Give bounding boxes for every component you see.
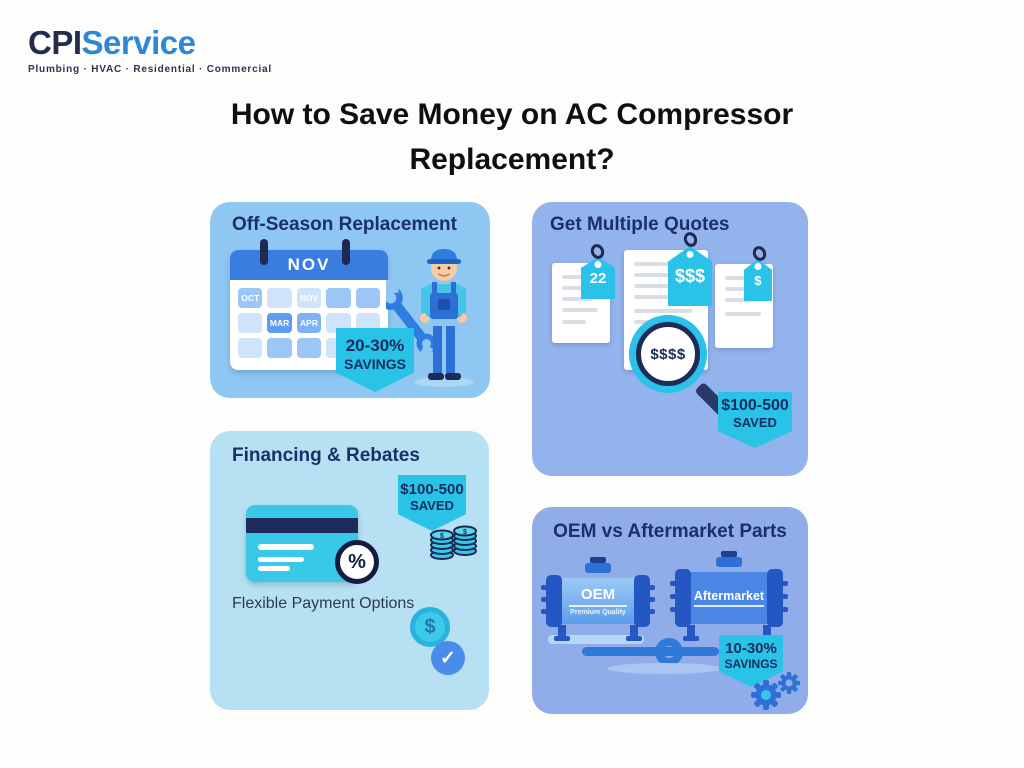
card-financing-rebates: Financing & Rebates $100-500 SAVED % $ $…: [210, 431, 489, 710]
calendar-ring-icon: [342, 239, 350, 265]
coin-dollar-symbol: $: [463, 529, 467, 536]
beam-shadow-shape: [607, 663, 722, 674]
logo-brand-secondary: Service: [81, 24, 196, 61]
coin-dollar-symbol: $: [440, 533, 444, 540]
calendar-cell: [267, 338, 292, 358]
percent-icon: %: [335, 540, 379, 584]
calendar-cell: [238, 338, 263, 358]
platform-shape: [548, 635, 644, 644]
calendar-month-header: NOV: [230, 250, 388, 280]
logo-brand-primary: CPI: [28, 24, 82, 61]
calendar-ring-icon: [260, 239, 268, 265]
magnifier-text: $$$$: [650, 345, 686, 363]
card-off-season-replacement: Off-Season Replacement NOV OCT NOV MAR A…: [210, 202, 490, 398]
badge-label: SAVINGS: [724, 657, 778, 671]
balance-pivot-icon: [655, 638, 683, 666]
dollar-coin-icon: $: [410, 607, 450, 647]
badge-value: $100-500: [400, 481, 464, 498]
badge-value: 10-30%: [725, 640, 777, 657]
magnifier-icon: $$$$: [636, 322, 700, 386]
oem-label: OEM: [580, 586, 616, 604]
badge-label: SAVED: [410, 498, 454, 513]
calendar-cell: [326, 288, 351, 308]
card-oem-vs-aftermarket: OEM vs Aftermarket Parts OEM Premium Qua…: [532, 507, 808, 714]
page-title: How to Save Money on AC Compressor Repla…: [0, 92, 1024, 182]
calendar-cell: [267, 288, 292, 308]
checkmark-icon: ✓: [431, 641, 465, 675]
tag-string-icon: [588, 242, 607, 261]
calendar-grid: OCT NOV MAR APR: [230, 280, 388, 366]
calendar-cell-apr: APR: [296, 313, 322, 333]
oem-sublabel: Premium Quality: [570, 608, 626, 616]
balance-beam-icon: [582, 647, 719, 656]
page-title-line2: Replacement?: [409, 143, 615, 176]
page-title-line1: How to Save Money on AC Compressor: [230, 98, 794, 131]
technician-icon: [386, 249, 474, 387]
calendar-cell-nov: NOV: [296, 288, 322, 308]
wrench-icon: [386, 278, 437, 359]
gears-icon: [751, 672, 800, 710]
oem-compressor-icon: OEM Premium Quality: [541, 557, 655, 643]
tag-string-icon: [750, 244, 769, 263]
badge-value: 20-30%: [345, 336, 405, 355]
credit-card-stripe: [246, 518, 358, 533]
card-title-off-season: Off-Season Replacement: [232, 214, 457, 235]
financing-caption: Flexible Payment Options: [232, 595, 415, 612]
card-title-financing: Financing & Rebates: [232, 445, 420, 466]
badge-label: SAVED: [733, 415, 777, 430]
aftermarket-label: Aftermarket: [693, 589, 765, 607]
percent-symbol: %: [348, 550, 366, 573]
savings-badge-quotes: $100-500 SAVED: [718, 392, 792, 448]
logo-wordmark: CPIService: [28, 24, 272, 62]
calendar-cell: [355, 288, 380, 308]
check-symbol: ✓: [440, 647, 456, 669]
aftermarket-compressor-icon: Aftermarket: [670, 551, 788, 643]
company-logo: CPIService Plumbing · HVAC · Residential…: [28, 24, 272, 75]
calendar-cell: [296, 338, 322, 358]
card-title-quotes: Get Multiple Quotes: [550, 214, 730, 235]
card-get-multiple-quotes: Get Multiple Quotes 22 $$$ $ $$$$ $100-5…: [532, 202, 808, 476]
price-tag-2-label: $$$: [674, 265, 706, 286]
calendar-cell-oct: OCT: [238, 288, 263, 308]
calendar-cell: [238, 313, 263, 333]
logo-tagline: Plumbing · HVAC · Residential · Commerci…: [28, 64, 272, 75]
dollar-symbol: $: [424, 615, 436, 638]
price-tag-1-label: 22: [589, 269, 607, 287]
coin-stack-icon: $ $: [430, 525, 477, 560]
badge-label: SAVINGS: [344, 356, 406, 372]
badge-value: $100-500: [721, 397, 789, 414]
price-tag-3-label: $: [754, 272, 762, 288]
card-title-oem: OEM vs Aftermarket Parts: [553, 521, 787, 542]
calendar-cell-mar: MAR: [267, 313, 292, 333]
